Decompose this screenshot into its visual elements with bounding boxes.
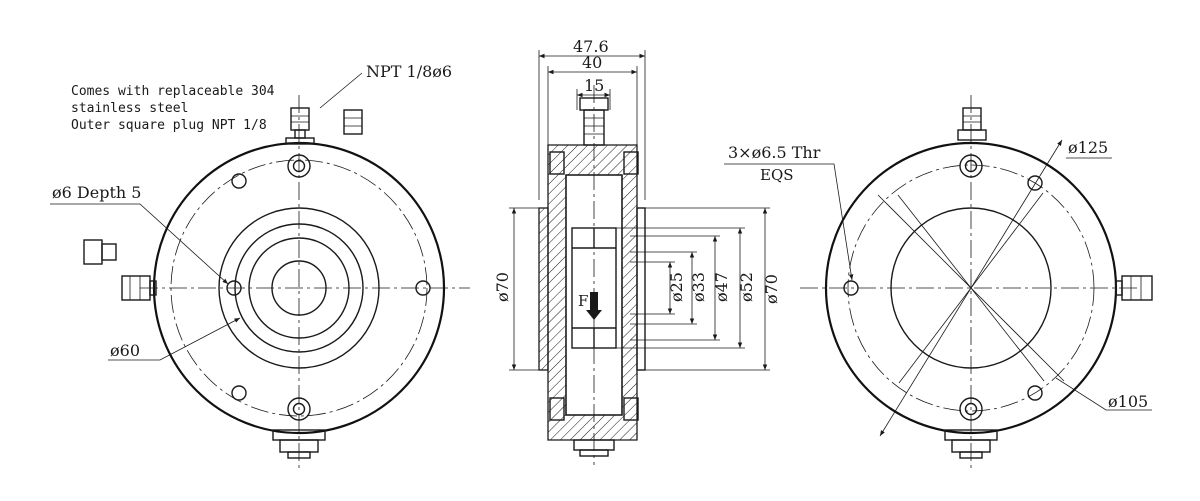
bottom-fitting [272,429,326,459]
section-left-flange [538,207,549,371]
dim-d33: ø33 [689,272,708,302]
force-label: F [578,292,588,310]
right-view: 3×ø6.5 Thr EQS ø125 ø105 [724,95,1153,470]
section-bolt-tl [549,151,565,175]
square-plug-icon [343,109,363,135]
dim-d47: ø47 [712,272,731,302]
diameter-60-label: ø60 [110,341,140,360]
dim-d52: ø52 [737,272,756,302]
note-line-3: Outer square plug NPT 1/8 [71,118,267,133]
d105-leader [1055,377,1152,411]
left-view: Comes with replaceable 304 stainless ste… [50,62,470,470]
dim-d70-left: ø70 [493,272,512,302]
right-mount-holes [843,175,1043,401]
section-bolt-tr [623,151,639,175]
hole-depth-label: ø6 Depth 5 [52,183,141,202]
right-side-fitting [1115,275,1153,301]
bolt-heads [287,154,311,421]
force-arrow-icon [586,292,602,320]
right-bolt-heads [959,154,983,421]
section-bolt-bl [549,397,565,421]
note-line-2: stainless steel [71,101,188,116]
section-bolt-br [623,397,639,421]
dim-d25: ø25 [667,272,686,302]
top-fitting [285,107,315,145]
side-fitting [121,275,157,301]
dim-40: 40 [582,53,602,72]
section-right-flange [636,207,646,371]
d125-label: ø125 [1068,138,1108,157]
note-line-1: Comes with replaceable 304 [71,84,275,99]
thread-label: 3×ø6.5 Thr [728,143,821,162]
dim-47-6: 47.6 [573,37,609,56]
loose-plug-icon [83,239,117,265]
right-top-fitting [957,107,987,141]
npt-label: NPT 1/8ø6 [366,62,452,81]
npt-leader [319,72,363,109]
eqs-label: EQS [760,166,794,184]
right-bottom-fitting [944,429,998,459]
dia60-leader [108,317,241,361]
thread-leader [724,163,854,281]
hole-leader [50,203,229,285]
dim-d70-right: ø70 [762,274,781,304]
section-view: 47.6 40 15 [493,37,781,465]
d105-label: ø105 [1108,392,1148,411]
mount-holes [226,173,431,401]
